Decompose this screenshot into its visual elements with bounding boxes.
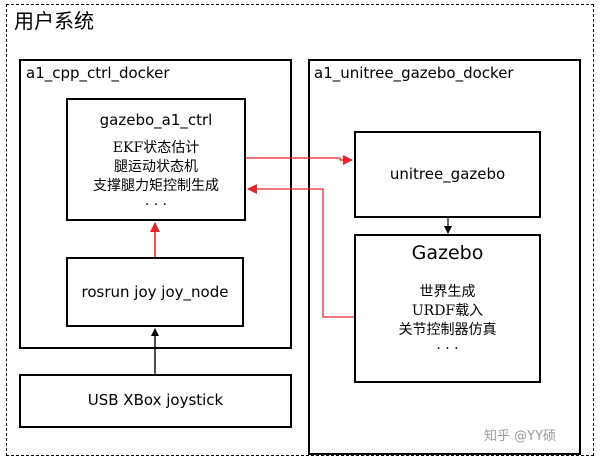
ctrl-line-ekf: EKF状态估计 [112,140,200,156]
gazebo-title: Gazebo [411,242,484,264]
gazebo-line-urdf: URDF载入 [411,303,484,319]
ctrl-line-state-machine: 腿运动状态机 [114,159,198,175]
joy-node-box [66,257,244,327]
usb-joystick-title: USB XBox joystick [87,391,224,409]
diagram-title: 用户系统 [14,9,94,33]
ctrl-line-ellipsis: · · · [144,197,168,213]
unitree-gazebo-docker-label: a1_unitree_gazebo_docker [314,64,514,82]
arrow-ctrl-to-unitree [246,155,353,165]
gazebo-box [354,234,541,383]
user-system-frame [6,4,594,456]
unitree-gazebo-title: unitree_gazebo [389,165,506,183]
unitree-gazebo-docker-container [308,59,581,455]
cpp-ctrl-docker-label: a1_cpp_ctrl_docker [26,64,170,82]
watermark: 知乎 @YY硕 [484,429,557,444]
gazebo-a1-ctrl-box [66,98,246,221]
joy-node-title: rosrun joy joy_node [81,283,229,301]
gazebo-a1-ctrl-title: gazebo_a1_ctrl [99,111,213,129]
unitree-gazebo-box [354,131,541,218]
ctrl-line-torque: 支撑腿力矩控制生成 [93,178,219,194]
usb-joystick-box [19,374,292,428]
arrow-gazebo-to-ctrl [247,184,354,318]
gazebo-line-world: 世界生成 [419,284,476,300]
gazebo-line-ellipsis: · · · [436,341,459,357]
gazebo-line-joint-sim: 关节控制器仿真 [398,322,497,338]
